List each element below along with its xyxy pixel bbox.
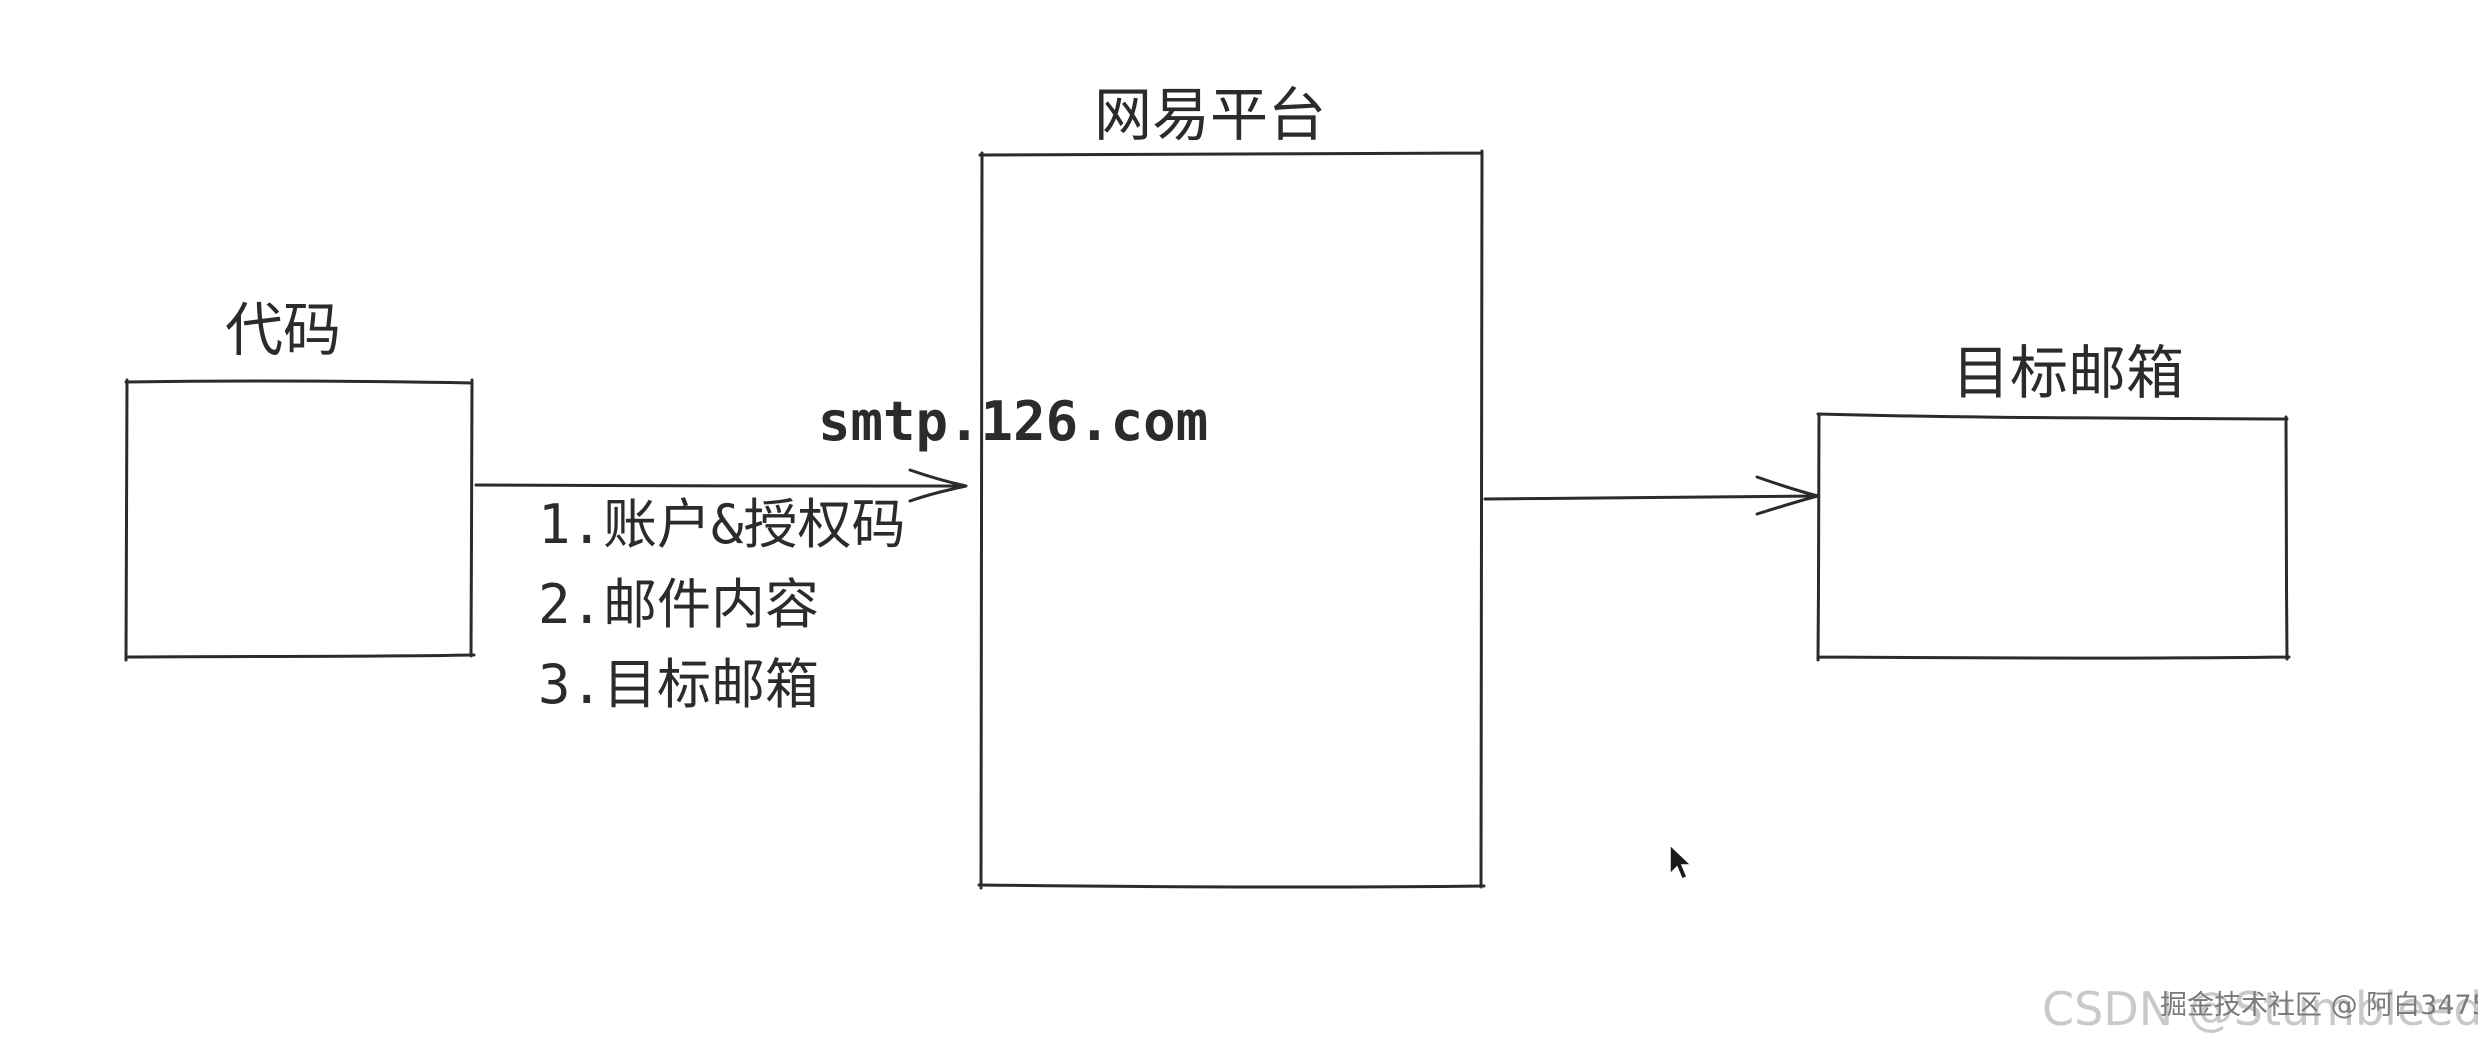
step-2-label: 2.邮件内容 xyxy=(538,573,819,636)
netease-node-box xyxy=(977,149,1486,890)
csdn-watermark: CSDN @Stumbleedec~ xyxy=(2042,982,2478,1036)
arrow-netease-to-target-head xyxy=(1755,475,1820,516)
target-node: 目标邮箱 xyxy=(1816,339,2291,662)
step-3-label: 3.目标邮箱 xyxy=(538,653,819,716)
mouse-cursor-icon xyxy=(1669,843,1693,880)
step-1-label: 1.账户&授权码 xyxy=(538,493,906,556)
target-node-box xyxy=(1816,412,2291,662)
code-node: 代码 xyxy=(124,296,476,662)
code-node-box xyxy=(124,378,476,662)
netease-node: 网易平台 xyxy=(977,81,1486,890)
arrow-code-to-netease xyxy=(474,468,968,503)
arrow-code-to-netease-head xyxy=(908,468,968,503)
netease-node-label: 网易平台 xyxy=(1094,81,1326,149)
smtp-host-label: smtp.126.com xyxy=(818,390,1208,453)
arrow-netease-to-target-line xyxy=(1483,494,1818,501)
juejin-watermark: 掘金技术社区 @ 阿白3475~ xyxy=(2160,990,2478,1021)
arrow-netease-to-target xyxy=(1483,475,1820,516)
code-node-label: 代码 xyxy=(225,296,341,364)
arrow-code-to-netease-line xyxy=(474,483,966,488)
target-node-label: 目标邮箱 xyxy=(1952,339,2184,407)
